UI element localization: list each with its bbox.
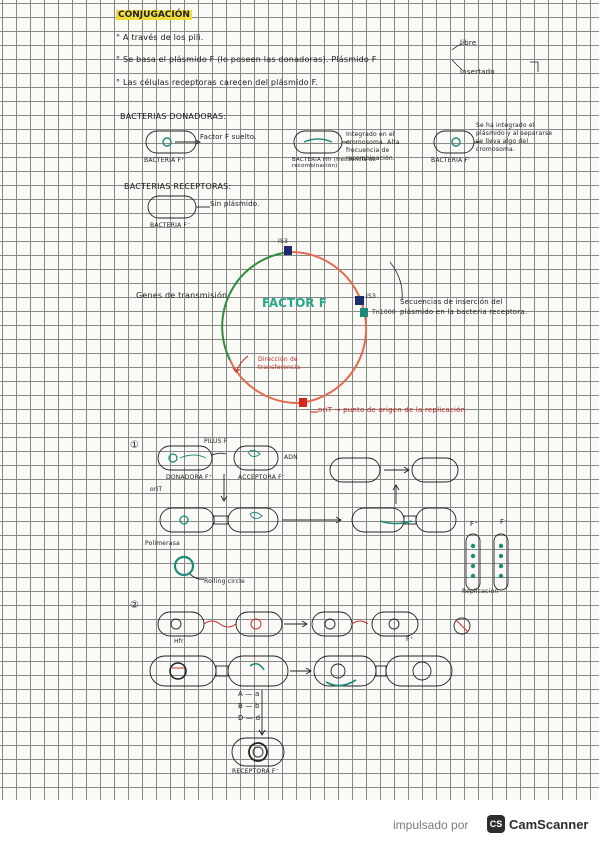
donor2-label: BACTERIA Hfr (frecuencia de recombinació… [292,157,377,169]
note-line-1: ° A través de los pili. [116,33,204,42]
donor1-label: BACTERIA F⁺ [144,157,185,164]
insertion-note: Secuencias de inserción del plásmido en … [400,298,528,316]
donor3-note: Se ha integrado el plásmido y al separar… [476,122,553,153]
step1-rolling-circle-label: Rolling circle [204,578,245,585]
is-right-marker [355,296,364,305]
step1-number: ① [130,440,140,451]
is-right-label-2: Tn1000 [372,309,396,316]
step1-bridge-label: Polimerasa [145,540,180,547]
plasmid-f-bracket [451,43,539,72]
recipient-f-minus-cell [147,195,210,219]
note-line-2-branch-libre: libre [460,39,477,47]
donors-heading: BACTERIAS DONADORAS: [120,112,227,121]
transfer-direction-label: Dirección de transferencia [258,356,301,371]
donor2-note: Integrado en el cromosoma. Alta frecuenc… [346,131,400,162]
tn-marker [360,308,368,317]
transfer-direction-arrow [232,355,249,373]
step2-fprime-label: F⁺ [406,636,414,643]
step1-replication-label: Replicación [462,588,499,595]
donor-f-prime-cell [433,130,480,154]
insertion-arrow [389,261,403,301]
step1-receptor-label: ACCEPTORA F⁻ [238,474,286,481]
step1-adn-label: ADN [284,454,298,461]
donor-hfr-cell [293,130,350,154]
step2-receptor-label: RECEPTORA F⁻ [232,768,279,775]
page-title: CONJUGACIÓN [116,10,192,20]
step1-donor-label: DONADORA F⁺ [166,474,213,481]
orit-note: oriT → punto de origen de la replicación [318,406,466,414]
transfer-genes-label: Genes de transmisión [136,291,228,300]
step1-diagram [157,445,509,591]
donor3-label: BACTERIA F' [431,157,471,164]
camscanner-logo-icon: CS [487,815,505,833]
is-top-marker [284,246,292,255]
step2-number: ② [130,600,140,611]
note-line-2-branch-insertado: insertado [460,68,495,76]
recipient-note: Sin plásmido. [210,200,260,208]
step1-fminus-label: F⁻ [500,518,509,526]
hand-drawings [145,43,539,767]
step1-fplus-label: F⁺ [470,520,479,528]
factor-f-plasmid [221,250,368,405]
note-line-3: ° Las células receptoras carecen del plá… [116,78,318,87]
plasmid-title: FACTOR F [262,296,327,310]
step2-hfr-label: Hfr [174,638,184,645]
note-line-2: ° Se basa el plásmido F (lo poseen las d… [116,55,377,64]
step2-allele-3: D — d [238,714,261,722]
is-right-label-1: IS3 [366,293,376,300]
powered-by-text: impulsado por [393,818,469,832]
orit-marker [299,398,307,407]
step1-pilus-label: PILUS F [204,438,228,445]
recipient-label: BACTERIA F⁻ [150,222,191,229]
donor1-note: Factor F suelto. [200,133,257,141]
is-top-label: IS3 [278,238,288,245]
step2-allele-2: B — b [238,702,260,710]
step1-orit-label: oriT [150,486,163,493]
recipients-heading: BACTERIAS RECEPTORAS: [124,182,232,191]
donor-f-plus-cell [145,130,202,154]
step2-diagram [149,611,471,767]
step2-allele-1: A — a [238,690,260,698]
camscanner-brand: CamScanner [509,817,589,832]
